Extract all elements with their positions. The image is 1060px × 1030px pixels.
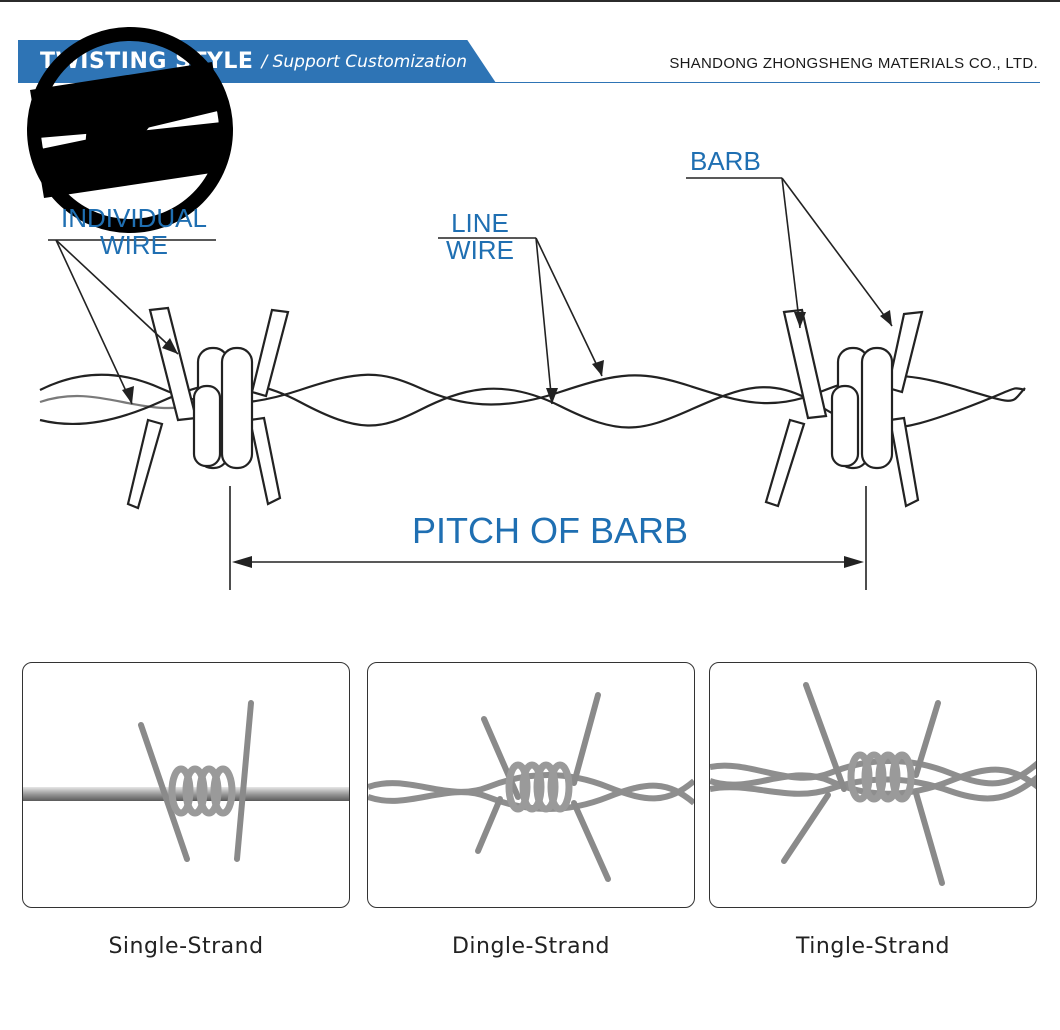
- label-individual-wire-2: WIRE: [100, 230, 168, 261]
- caption-tingle-strand: Tingle-Strand: [796, 934, 950, 959]
- label-line-wire-2: WIRE: [446, 235, 514, 266]
- caption-single-strand: Single-Strand: [108, 934, 264, 959]
- zs-logo-icon: [27, 27, 233, 233]
- header-underline: [490, 82, 1040, 83]
- dingle-strand-wire-image: [368, 692, 694, 882]
- barbed-wire-diagram: [39, 177, 1026, 590]
- top-rule: [0, 0, 1060, 2]
- single-strand-wire-image: [23, 700, 349, 862]
- dingle-strand-card: [367, 662, 695, 908]
- header-banner: TWISTING STYLE / Support Customization: [18, 40, 496, 83]
- label-barb: BARB: [690, 146, 761, 176]
- single-strand-card: [22, 662, 350, 908]
- label-individual-wire-1: INDIVIDUAL: [61, 203, 207, 233]
- label-pitch-of-barb: PITCH OF BARB: [411, 510, 689, 551]
- label-line-wire-1: LINE: [451, 208, 509, 238]
- caption-dingle-strand: Dingle-Strand: [451, 934, 611, 959]
- banner-subtitle: / Support Customization: [261, 51, 467, 72]
- company-name: SHANDONG ZHONGSHENG MATERIALS CO., LTD.: [669, 55, 1038, 72]
- tingle-strand-card: [709, 662, 1037, 908]
- label-line-wire: LINE WIRE: [442, 208, 518, 266]
- label-individual-wire: INDIVIDUAL WIRE: [54, 203, 214, 261]
- tingle-strand-wire-image: [710, 682, 1036, 886]
